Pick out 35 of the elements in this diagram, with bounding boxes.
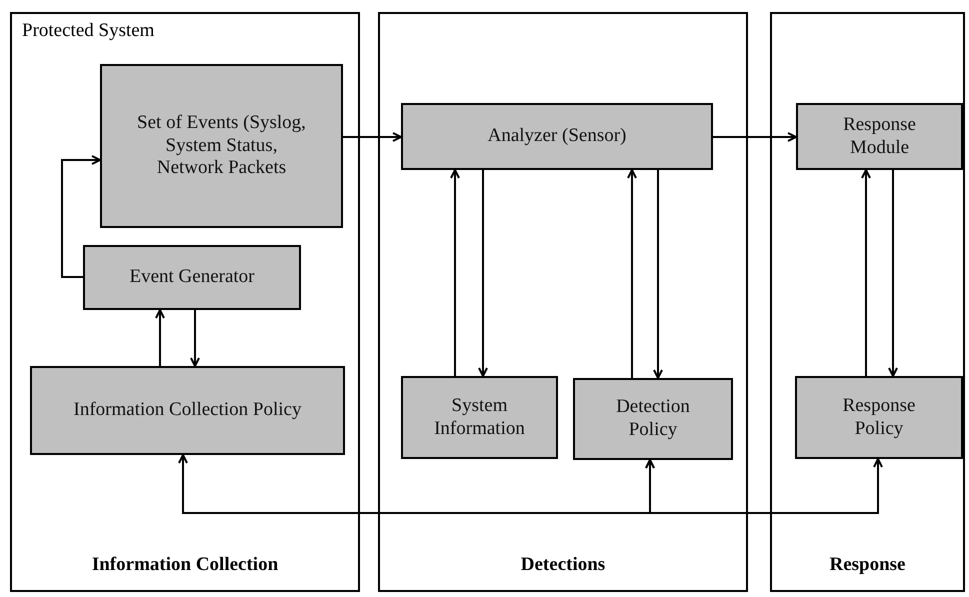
box-label: Set of Events (Syslog, System Status, Network Packets — [136, 112, 306, 180]
process-box — [83, 245, 301, 310]
box-label: Event Generator — [129, 266, 255, 289]
process-box — [100, 64, 343, 228]
arrow — [61, 155, 101, 278]
box-label: Detection Policy — [615, 396, 691, 442]
process-box — [401, 376, 558, 459]
section-panel — [770, 12, 965, 592]
arrow — [861, 169, 871, 376]
box-label: Response Module — [842, 114, 917, 160]
arrow — [155, 309, 165, 366]
process-box — [573, 378, 733, 460]
process-box — [795, 376, 963, 459]
box-label: Information Collection Policy — [74, 399, 302, 422]
section-title: Response — [829, 554, 906, 576]
arrow — [627, 169, 637, 378]
arrow — [888, 170, 898, 377]
section-panel — [378, 12, 748, 592]
arrow — [450, 169, 460, 376]
section-panel — [10, 12, 360, 592]
arrow — [190, 310, 200, 367]
box-label: Analyzer (Sensor) — [488, 125, 626, 148]
section-heading: Protected System — [22, 20, 154, 42]
section-title: Information Collection — [92, 554, 278, 576]
arrow — [713, 132, 797, 142]
process-box — [30, 366, 345, 455]
section-title: Detections — [520, 554, 606, 576]
arrow — [478, 170, 488, 377]
arrow — [653, 170, 663, 379]
process-box — [796, 103, 963, 170]
process-box — [401, 103, 713, 170]
box-label: System Information — [433, 394, 526, 440]
box-label: Response Policy — [842, 394, 916, 440]
arrow — [343, 132, 402, 142]
arrow — [645, 458, 883, 514]
